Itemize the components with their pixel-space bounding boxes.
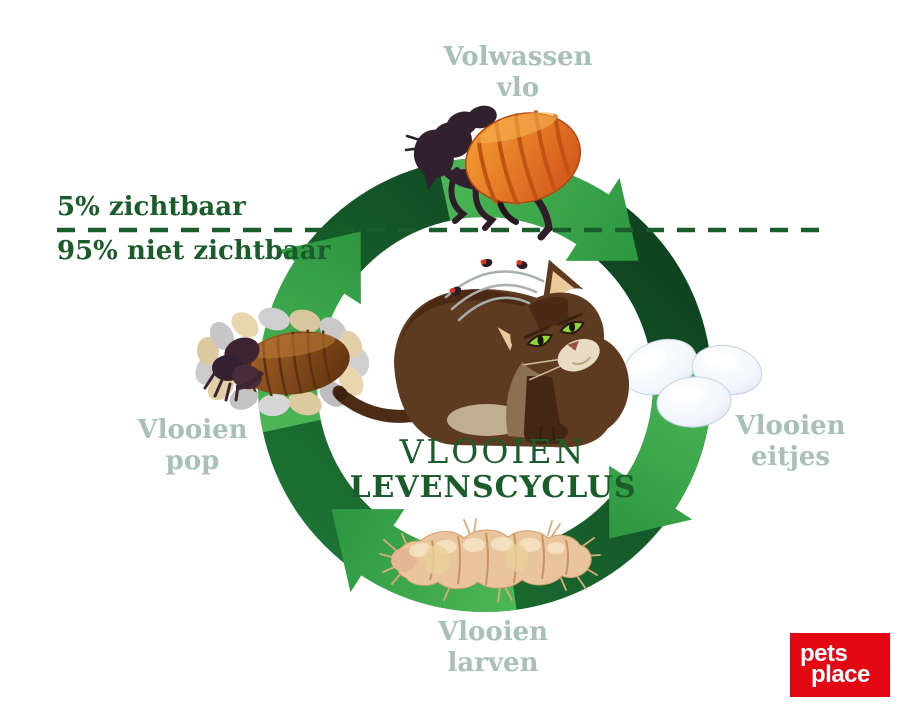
pets-place-logo: pets place: [790, 633, 890, 697]
jumping-fleas: [444, 258, 545, 322]
cat-nose: [567, 340, 579, 351]
larva-yellow-segment-2: [505, 544, 529, 572]
cat-whiskers: [523, 358, 561, 381]
stage-label-line: vlo: [496, 73, 540, 103]
cat-mouth: [572, 356, 592, 366]
stage-label-larva: Vlooien larven: [373, 617, 613, 679]
pupa-pebbles: [195, 307, 370, 417]
cat-ear-left: [486, 319, 520, 361]
cat-tail-tip: [334, 387, 348, 401]
stage-label-line: larven: [447, 648, 539, 678]
stage-label-adult-flea: Volwassen vlo: [398, 42, 638, 104]
pupa-illustration: [195, 307, 370, 417]
stage-label-eggs: Vlooien eitjes: [708, 411, 873, 473]
larva-yellow-segment: [424, 545, 450, 575]
egg-3: [656, 376, 732, 428]
logo-line-1: pets: [800, 640, 848, 667]
cat-ear-right-inner: [549, 270, 575, 299]
logo-line-2: place: [811, 661, 870, 688]
small-flea-2: [480, 258, 493, 268]
cat-ear-left-inner: [497, 327, 515, 351]
cat-head: [486, 259, 605, 381]
visible-percentage-label: 5% zichtbaar: [57, 192, 246, 222]
stage-label-line: pop: [165, 446, 220, 476]
stage-label-line: Volwassen: [443, 42, 593, 72]
title-line-1: VLOOIEN: [399, 432, 587, 471]
cat-muzzle: [557, 338, 600, 372]
cat-illustration: [332, 258, 629, 448]
larva-illustration: [379, 518, 601, 603]
cat-front-paw: [526, 421, 568, 443]
cat-paw-toes: [539, 425, 555, 441]
title-line-2: LEVENSCYCLUS: [349, 470, 637, 505]
pupa-head-legs: [203, 337, 265, 402]
stage-label-line: Vlooien: [437, 617, 549, 647]
eggs-illustration: [622, 338, 763, 428]
center-title: VLOOIEN LEVENSCYCLUS: [343, 433, 643, 505]
cat-eye-left: [523, 325, 554, 348]
flea-head-thorax: [404, 105, 500, 191]
stage-label-line: Vlooien: [137, 415, 248, 445]
stage-label-line: eitjes: [750, 442, 830, 472]
small-flea-1: [449, 286, 462, 296]
cat-eye-right: [556, 312, 585, 335]
stage-label-line: Vlooien: [735, 411, 846, 441]
stage-label-pupa: Vlooien pop: [110, 415, 275, 477]
small-flea-3: [516, 259, 528, 270]
not-visible-percentage-label: 95% niet zichtbaar: [57, 236, 331, 266]
